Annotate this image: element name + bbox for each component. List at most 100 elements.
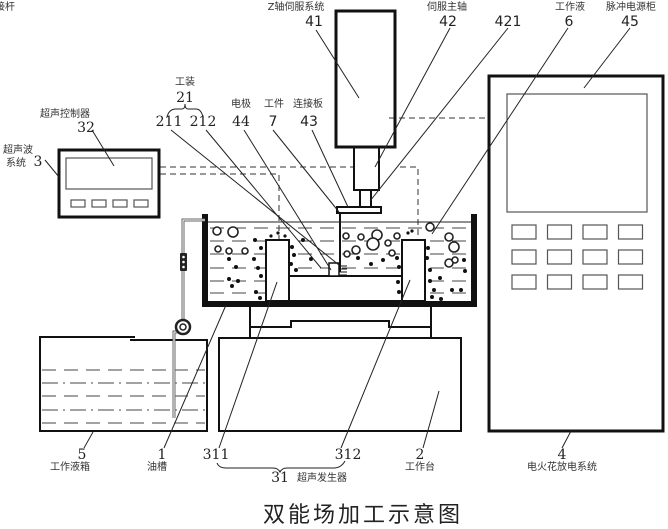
particle: [252, 257, 256, 261]
fluid-tank: [39, 336, 208, 432]
label-oil-tank-num: 1: [158, 447, 167, 463]
label-ultrasonic-generator-num: 31: [271, 470, 289, 486]
particle: [428, 268, 432, 272]
particle: [309, 257, 313, 261]
particle: [253, 238, 257, 242]
controller-button: [91, 199, 107, 208]
label-worktable-name: 工作台: [405, 460, 435, 473]
particle: [439, 297, 443, 301]
label-connecting-plate-num: 43: [300, 114, 318, 130]
label-worktable-num: 2: [416, 447, 425, 463]
connecting-rod: [359, 189, 372, 208]
label-connecting-rod-name: 连接杆: [0, 0, 15, 13]
particle: [410, 229, 414, 233]
bubble: [351, 245, 361, 255]
oil-tank-wall-left: [202, 214, 477, 307]
label-fixture-part-b-num: 212: [190, 114, 217, 130]
cabinet-button: [511, 249, 537, 265]
bubbles: [212, 222, 460, 268]
particles: [227, 229, 467, 304]
particle: [428, 279, 432, 283]
label-pulse-cabinet-num: 45: [621, 14, 639, 30]
label-connecting-plate-name: 连接板: [293, 97, 323, 110]
bubble: [425, 222, 435, 232]
controller-button: [70, 199, 86, 208]
worktable-support: [249, 307, 432, 339]
label-fixture-num: 21: [176, 90, 194, 106]
particle: [356, 256, 360, 260]
label-electrode-name: 电极: [231, 97, 251, 110]
particle: [276, 231, 280, 235]
label-fixture-name: 工装: [175, 75, 195, 88]
fixture-brace: [166, 103, 204, 118]
particle: [259, 246, 263, 250]
particle: [430, 295, 434, 299]
particle: [463, 269, 467, 273]
cabinet-button: [582, 224, 608, 240]
particle: [234, 265, 238, 269]
cabinet-button: [546, 249, 573, 265]
particle: [289, 262, 293, 266]
connecting-plate: [336, 206, 382, 214]
particle: [256, 266, 260, 270]
diagram-title: 双能场加工示意图: [263, 503, 463, 528]
particle: [438, 276, 442, 280]
label-workpiece-num: 7: [269, 114, 278, 130]
label-fixture-part-a-num: 211: [156, 114, 183, 130]
cabinet-button: [546, 224, 573, 240]
label-z-axis-servo-num: 41: [305, 14, 323, 30]
particle: [395, 256, 399, 260]
label-ultrasonic-system-name-2: 系统: [6, 156, 26, 169]
label-connecting-rod-num: 421: [495, 14, 522, 30]
particle: [227, 277, 231, 281]
bubble: [342, 232, 350, 240]
bubble: [444, 232, 454, 242]
label-ultrasonic-generator-name: 超声发生器: [297, 471, 347, 484]
signal-lines: [160, 117, 490, 250]
oil-tank: [202, 214, 477, 307]
controller-button: [133, 199, 149, 208]
particle: [432, 288, 436, 292]
bubble: [227, 226, 239, 238]
worktable: [218, 337, 462, 432]
fluid-pipe: [172, 218, 205, 418]
label-ultrasonic-system-num: 3: [34, 154, 43, 170]
label-servo-spindle-num: 42: [439, 14, 457, 30]
particle: [301, 238, 305, 242]
particle: [283, 234, 287, 238]
ultrasonic-generator-311: [265, 239, 290, 302]
particle: [397, 265, 401, 269]
label-oil-tank-name: 油槽: [147, 460, 167, 473]
label-pulse-cabinet-name: 脉冲电源柜: [606, 0, 656, 13]
label-working-fluid-name: 工作液: [555, 0, 585, 13]
cabinet-button: [617, 274, 644, 290]
label-z-axis-servo-name: Z轴伺服系统: [268, 0, 325, 13]
bubble: [393, 232, 401, 240]
particle: [227, 257, 231, 261]
bubble: [451, 256, 459, 264]
cabinet-button: [617, 224, 644, 240]
generator-brace: [216, 460, 346, 474]
particle: [292, 253, 296, 257]
particle: [426, 246, 430, 250]
particle: [254, 290, 258, 294]
particle: [425, 256, 429, 260]
bubble: [357, 233, 365, 241]
particle: [381, 258, 385, 262]
bubble: [448, 241, 460, 253]
particle: [459, 288, 463, 292]
label-edm-system-num: 4: [558, 447, 567, 463]
label-working-fluid-num: 6: [565, 14, 574, 30]
label-generator-a-num: 311: [203, 447, 230, 463]
label-edm-system-name: 电火花放电系统: [527, 460, 597, 473]
particle: [290, 245, 294, 249]
cabinet-button: [617, 249, 644, 265]
particle: [406, 231, 410, 235]
ultrasonic-controller: [57, 148, 161, 219]
particle: [397, 290, 401, 294]
particle: [259, 274, 263, 278]
label-ultrasonic-controller-name: 超声控制器: [40, 107, 90, 120]
label-fluid-tank-num: 5: [78, 447, 87, 463]
workpiece: [328, 262, 340, 277]
